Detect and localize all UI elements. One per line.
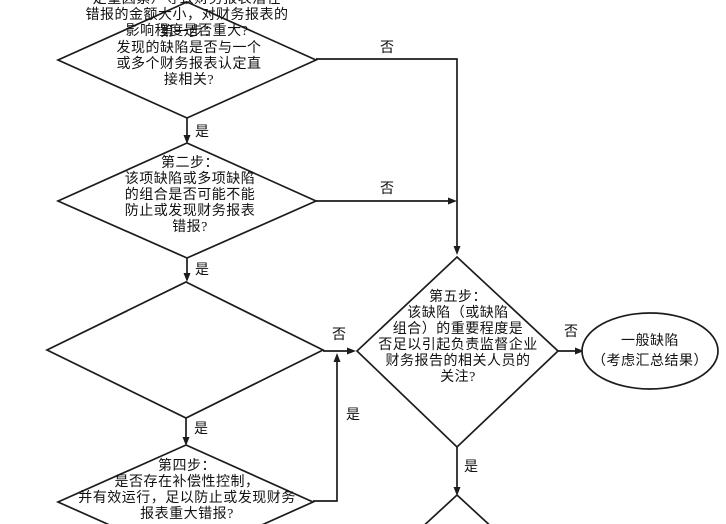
step3-diamond: [45, 281, 325, 419]
step1-label: 第一步： 发现的缺陷是否与一个 或多个财务报表认定直 接相关?: [116, 25, 262, 88]
edge-label-step4-yes: 是: [346, 408, 360, 423]
edge-step3-step4: [182, 418, 190, 446]
step5-diamond: [355, 255, 560, 449]
edge-step2-step3: [183, 258, 191, 282]
edge-step2-step5: [316, 197, 457, 205]
edge-label-step3-no: 否: [332, 328, 346, 343]
step4-diamond: [55, 444, 316, 524]
step5-label: 第五步： 该缺陷（或缺陷 组合）的重要程度是 否足以引起负责监督企业 财务报告的…: [378, 290, 538, 385]
edge-label-step1-no: 否: [380, 41, 394, 56]
result-label: 一般缺陷 （考虑汇总结果）: [592, 334, 708, 369]
step4-label: 第四步： 是否存在补偿性控制， 并有效运行，足以防止或发现财务 报表重大错报?: [78, 459, 296, 522]
step2-diamond: [55, 142, 319, 259]
edge-label-step1-yes: 是: [195, 125, 209, 140]
edge-label-step3-yes: 是: [194, 422, 208, 437]
step2-label: 第二步： 该项缺陷或多项缺陷 的组合是否可能不能 防止或发现财务报表 错报?: [124, 156, 256, 235]
edge-label-step2-yes: 是: [195, 263, 209, 278]
edge-label-step5-yes: 是: [464, 460, 478, 475]
edge-step1-step5: [316, 58, 461, 255]
step3-label: 第三步： 该缺陷可能（考虑定性和 定量因素）导致财务报表潜在 错报的金额大小，对…: [85, 0, 289, 39]
edge-label-step5-no: 否: [564, 325, 578, 340]
edge-step3-step5: [323, 347, 356, 355]
step6-diamond-partial: [424, 493, 490, 524]
edge-step1-step2: [183, 118, 191, 144]
edge-step4-step5: [313, 353, 341, 502]
result-ellipse: [581, 312, 719, 390]
edge-step5-result: [558, 347, 584, 355]
edge-step5-step6: [453, 447, 461, 496]
edge-label-step2-no: 否: [380, 182, 394, 197]
step1-diamond: [55, 1, 319, 119]
